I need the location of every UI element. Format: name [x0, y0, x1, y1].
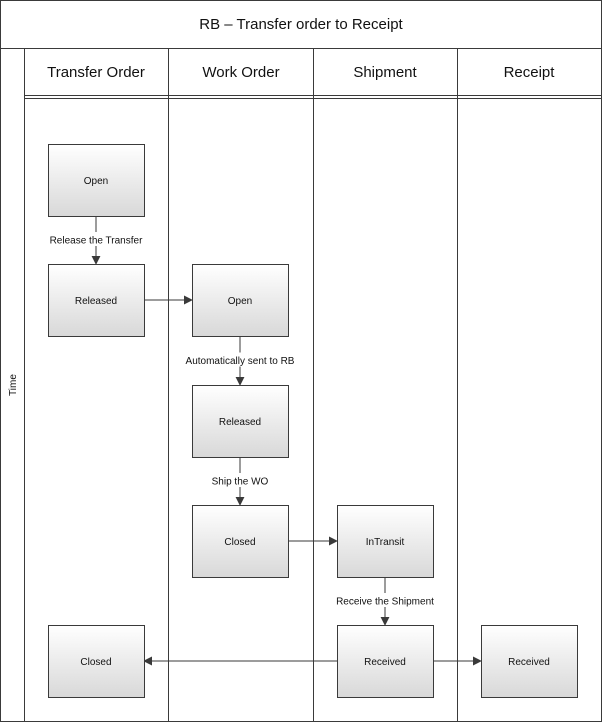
state-box	[48, 625, 145, 698]
state-label: InTransit	[366, 537, 405, 548]
state-label: Released	[219, 417, 261, 428]
state-node-wo-released: Released	[192, 385, 289, 458]
state-box	[192, 385, 289, 458]
state-node-wo-open: Open	[192, 264, 289, 337]
lane-header-work-order: Work Order	[202, 64, 279, 81]
state-label: Received	[364, 657, 406, 668]
time-label: Time	[8, 374, 19, 396]
state-box	[48, 144, 145, 217]
edge-label-background	[39, 232, 153, 246]
edge-label-background	[207, 473, 273, 487]
state-label: Open	[228, 296, 252, 307]
state-node-sh-intransit: InTransit	[337, 505, 434, 578]
state-label: Closed	[224, 537, 255, 548]
state-node-wo-closed: Closed	[192, 505, 289, 578]
state-box	[192, 505, 289, 578]
state-box	[192, 264, 289, 337]
edge-label: Receive the Shipment	[336, 597, 434, 608]
diagram-title: RB – Transfer order to Receipt	[199, 16, 403, 33]
state-label: Released	[75, 296, 117, 307]
state-box	[481, 625, 578, 698]
lane-header-transfer-order: Transfer Order	[47, 64, 145, 81]
state-node-sh-received: Received	[337, 625, 434, 698]
edge-label: Ship the WO	[212, 477, 269, 488]
state-label: Open	[84, 176, 108, 187]
state-box	[337, 505, 434, 578]
state-node-rc-received: Received	[481, 625, 578, 698]
state-box	[337, 625, 434, 698]
state-label: Closed	[80, 657, 111, 668]
state-label: Received	[508, 657, 550, 668]
state-node-to-closed: Closed	[48, 625, 145, 698]
lane-header-shipment: Shipment	[353, 64, 417, 81]
edge-label-background	[172, 352, 308, 367]
edge-label: Automatically sent to RB	[186, 356, 295, 367]
state-node-to-open: Open	[48, 144, 145, 217]
state-box	[48, 264, 145, 337]
edge-label: Release the Transfer	[50, 236, 143, 247]
edge-label-background	[328, 593, 442, 607]
state-node-to-released: Released	[48, 264, 145, 337]
lane-header-receipt: Receipt	[504, 64, 556, 81]
